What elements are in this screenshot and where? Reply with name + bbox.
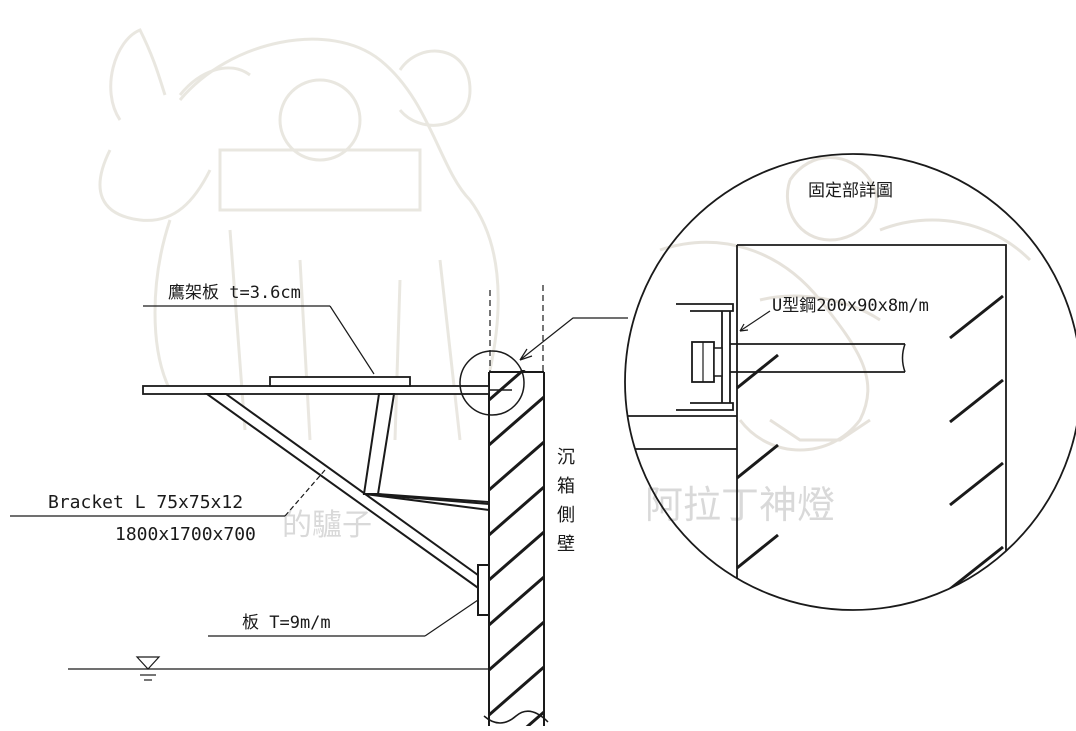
wall-centerlines (489, 285, 544, 372)
svg-text:沉: 沉 (557, 447, 575, 468)
watermark-genie-lamp-sketch (659, 156, 1032, 452)
water-level (68, 656, 489, 681)
svg-text:板 T=9m/m: 板 T=9m/m (242, 613, 331, 633)
label-bracket: Bracket L 75x75x12 1800x1700x700 (10, 469, 326, 545)
wall-hatch-line (489, 620, 544, 672)
svg-text:1800x1700x700: 1800x1700x700 (115, 524, 256, 545)
svg-text:側: 側 (557, 505, 575, 526)
svg-text:Bracket L 75x75x12: Bracket L 75x75x12 (48, 492, 243, 513)
wall-hatch-line (489, 485, 544, 537)
watermark-text: 阿拉丁神燈 (645, 483, 835, 527)
wall-hatch-line (489, 575, 544, 627)
label-plate: 板 T=9m/m (208, 599, 479, 637)
label-top-plate: 鷹架板 t=3.6cm (143, 282, 375, 375)
svg-text:U型鋼200x90x8m/m: U型鋼200x90x8m/m (772, 296, 929, 316)
detail-callout-circle (459, 350, 525, 416)
watermark-donkey-sketch (98, 28, 500, 441)
callout-leader (519, 317, 628, 361)
scaffold-deck (142, 376, 512, 395)
label-caisson-wall: 沉 箱 側 壁 (557, 447, 575, 555)
fixing-detail: 固定部詳圖 U型鋼200x90x8m/m (624, 153, 1076, 611)
wall-hatch-line (489, 440, 544, 492)
svg-text:箱: 箱 (557, 476, 575, 497)
svg-text:固定部詳圖: 固定部詳圖 (808, 181, 893, 201)
svg-text:壁: 壁 (557, 534, 575, 555)
wall-hatch-line (489, 395, 544, 447)
angle-steel-bracket (203, 393, 490, 616)
svg-text:鷹架板 t=3.6cm: 鷹架板 t=3.6cm (168, 282, 301, 303)
wall-hatch-line (489, 370, 526, 402)
wall-hatch-line (489, 530, 544, 582)
wall-hatch-line (489, 665, 544, 717)
watermark-partial-text: 的驢子 (282, 508, 372, 543)
wall-hatch-line (525, 710, 544, 726)
caisson-side-wall (483, 370, 549, 726)
